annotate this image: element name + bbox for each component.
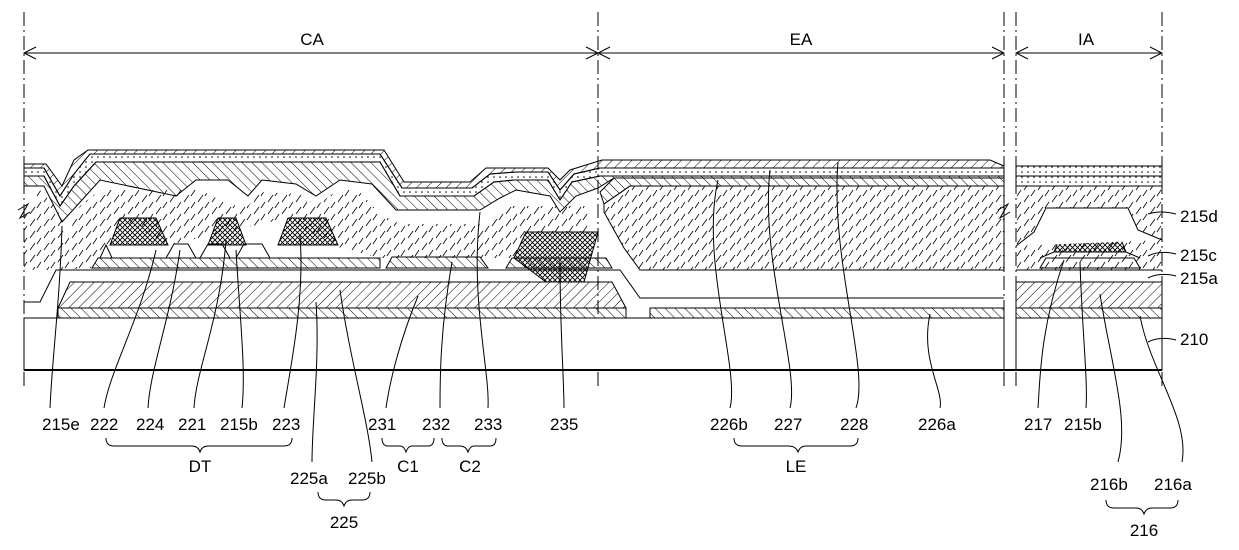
label-221: 221 xyxy=(178,415,206,434)
label-224: 224 xyxy=(136,415,164,434)
layer-215d-ea xyxy=(604,186,1004,270)
label-225a: 225a xyxy=(290,469,328,488)
substrate-210-ia xyxy=(1016,318,1162,370)
group-225-label: 225 xyxy=(330,513,358,532)
label-215e: 215e xyxy=(42,415,80,434)
layer-226a xyxy=(650,308,1004,318)
group-c2-label: C2 xyxy=(459,457,481,476)
label-216b: 216b xyxy=(1090,475,1128,494)
group-216-label: 216 xyxy=(1130,521,1158,540)
strip-dt-1 xyxy=(92,258,380,268)
strip-c1 xyxy=(386,257,488,268)
braces xyxy=(106,438,1178,514)
label-232: 232 xyxy=(422,415,450,434)
label-228: 228 xyxy=(840,415,868,434)
label-226a: 226a xyxy=(918,415,956,434)
island-235 xyxy=(514,232,598,282)
region-ia-label: IA xyxy=(1078,30,1095,49)
label-215b: 215b xyxy=(220,415,258,434)
layer-stack xyxy=(24,150,1162,370)
label-235: 235 xyxy=(550,415,578,434)
label-223: 223 xyxy=(272,415,300,434)
layer-216b-ia xyxy=(1016,282,1162,308)
region-arrows xyxy=(24,47,1162,59)
label-210: 210 xyxy=(1180,330,1208,349)
label-215b-ia: 215b xyxy=(1064,415,1102,434)
label-217: 217 xyxy=(1024,415,1052,434)
region-ca-label: CA xyxy=(300,30,324,49)
layer-216a xyxy=(58,308,626,318)
label-227: 227 xyxy=(774,415,802,434)
group-dt-label: DT xyxy=(189,457,212,476)
group-le-label: LE xyxy=(786,457,807,476)
label-216a: 216a xyxy=(1154,475,1192,494)
label-231: 231 xyxy=(368,415,396,434)
label-233: 233 xyxy=(474,415,502,434)
region-ea-label: EA xyxy=(790,30,813,49)
group-c1-label: C1 xyxy=(397,457,419,476)
label-222: 222 xyxy=(90,415,118,434)
label-226b: 226b xyxy=(710,415,748,434)
label-215c: 215c xyxy=(1180,246,1217,265)
label-215a: 215a xyxy=(1180,269,1218,288)
label-225b: 225b xyxy=(348,469,386,488)
label-215d: 215d xyxy=(1180,207,1218,226)
